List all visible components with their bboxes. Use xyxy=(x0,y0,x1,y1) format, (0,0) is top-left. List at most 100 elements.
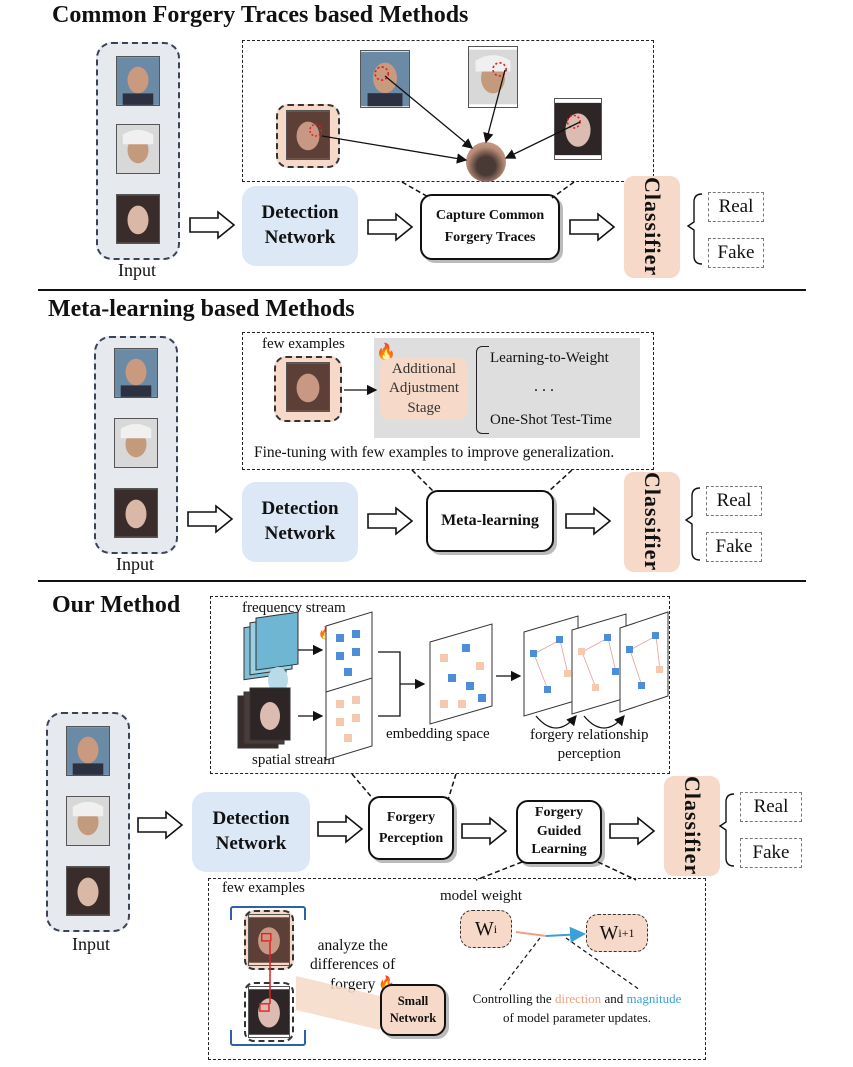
trace-arrow xyxy=(483,69,506,144)
frame-connector xyxy=(411,469,435,493)
small-network-box: Small Network xyxy=(380,984,446,1036)
output-brace xyxy=(684,487,701,561)
frame-connector xyxy=(597,861,637,881)
relationship-curve xyxy=(583,715,625,729)
embedding-space-map xyxy=(429,623,493,725)
perception-detail-frame xyxy=(210,596,670,774)
spatial-stream-label: spatial stream xyxy=(252,752,335,768)
classifier-box: Classifier xyxy=(624,472,680,572)
caption-text: of model parameter updates. xyxy=(503,1009,651,1025)
hollow-arrow-icon xyxy=(367,213,413,241)
frame-connector xyxy=(351,773,375,801)
detection-network-box: Detection Network xyxy=(242,482,358,562)
input-faces-column xyxy=(96,42,180,260)
weight-wi1-symbol: W xyxy=(599,921,619,944)
traces-capture-frame xyxy=(242,40,654,182)
input-label: Input xyxy=(72,934,110,954)
relationship-graph-panels xyxy=(523,611,669,717)
forgery-guided-learning-label: Forgery Guided Learning xyxy=(531,804,587,858)
hollow-arrow-icon xyxy=(565,507,611,535)
direction-word: direction xyxy=(554,991,602,1006)
frame-connector xyxy=(547,469,573,493)
capture-traces-label: Capture Common Forgery Traces xyxy=(435,207,545,245)
face-thumbnail xyxy=(248,914,290,966)
classifier-label: Classifier xyxy=(680,776,705,876)
merge-line xyxy=(378,651,401,717)
relationship-perception-label: forgery relationship perception xyxy=(530,727,649,762)
hollow-arrow-icon xyxy=(317,815,363,843)
face-thumbnail xyxy=(116,194,160,244)
hollow-arrow-icon xyxy=(569,213,615,241)
classifier-box: Classifier xyxy=(624,176,680,278)
one-shot-label: One-Shot Test-Time xyxy=(490,412,612,428)
caption-pointer xyxy=(499,937,541,991)
fake-output: Fake xyxy=(706,532,762,562)
model-weight-label: model weight xyxy=(440,888,523,904)
detection-network-label: Detection Network xyxy=(261,202,339,248)
output-brace xyxy=(686,193,703,265)
spatial-feature-map xyxy=(325,677,373,761)
face-thumbnail xyxy=(116,56,160,106)
frame-connector xyxy=(551,181,575,199)
trace-arrow xyxy=(321,135,468,164)
face-thumbnail xyxy=(114,418,158,468)
input-faces-column xyxy=(94,336,178,554)
section-title-common-traces: Common Forgery Traces based Methods xyxy=(52,2,469,28)
frequency-stream-label: frequency stream xyxy=(242,600,346,616)
magnitude-arrow xyxy=(545,926,586,943)
weight-wi-symbol: W xyxy=(474,917,494,940)
weight-wi-subscript: i xyxy=(493,921,498,936)
face-thumbnail xyxy=(114,488,158,538)
face-thumbnail xyxy=(66,726,110,776)
face-thumbnail xyxy=(286,110,330,160)
face-thumbnail xyxy=(468,46,518,108)
guided-learning-detail-frame xyxy=(208,878,706,1060)
face-thumbnail xyxy=(248,986,290,1038)
trace-arrow xyxy=(504,121,581,159)
face-thumbnail xyxy=(554,98,602,160)
meta-learning-box: Meta-learning xyxy=(426,490,554,552)
few-examples-label: few examples xyxy=(222,880,305,896)
analysis-band xyxy=(296,976,380,1030)
weight-wi1-subscript: i+1 xyxy=(618,925,635,940)
section-title-our-method: Our Method xyxy=(52,592,181,618)
learning-to-weight-label: Learning-to-Weight xyxy=(490,350,609,366)
hollow-arrow-icon xyxy=(189,211,235,239)
capture-traces-box: Capture Common Forgery Traces xyxy=(420,194,560,260)
classifier-label: Classifier xyxy=(640,177,665,277)
detection-network-box: Detection Network xyxy=(242,186,358,266)
meta-adjustment-frame xyxy=(242,332,654,470)
detection-network-box: Detection Network xyxy=(192,792,310,872)
hollow-arrow-icon xyxy=(187,505,233,533)
face-thumbnail xyxy=(286,362,330,412)
example-face-frame xyxy=(244,982,294,1042)
relationship-curve xyxy=(535,715,577,729)
direction-arrow xyxy=(515,931,547,937)
forgery-perception-label: Forgery Perception xyxy=(378,810,444,846)
hollow-arrow-icon xyxy=(137,811,183,839)
frequency-stream-images xyxy=(243,611,299,693)
additional-adjustment-stage: Additional Adjustment Stage xyxy=(380,358,468,420)
caption-text: and xyxy=(601,991,627,1006)
ellipsis-label: . . . xyxy=(534,378,554,395)
classifier-label: Classifier xyxy=(640,472,665,572)
detection-network-label: Detection Network xyxy=(261,498,339,544)
input-label: Input xyxy=(118,260,156,280)
frequency-feature-map xyxy=(325,611,373,695)
frame-connector xyxy=(401,181,431,199)
section-title-meta-learning: Meta-learning based Methods xyxy=(48,296,355,322)
frame-connector xyxy=(447,773,457,801)
hollow-arrow-icon xyxy=(367,507,413,535)
face-thumbnail xyxy=(360,50,410,108)
frame-connector xyxy=(475,861,523,881)
few-examples-label: few examples xyxy=(262,336,345,352)
caption-text: Controlling the xyxy=(472,991,555,1006)
detection-network-label: Detection Network xyxy=(212,808,290,854)
spatial-stream-images xyxy=(237,687,291,749)
section-divider xyxy=(38,580,806,582)
fine-tuning-caption: Fine-tuning with few examples to improve… xyxy=(254,444,615,461)
real-output: Real xyxy=(706,486,762,516)
